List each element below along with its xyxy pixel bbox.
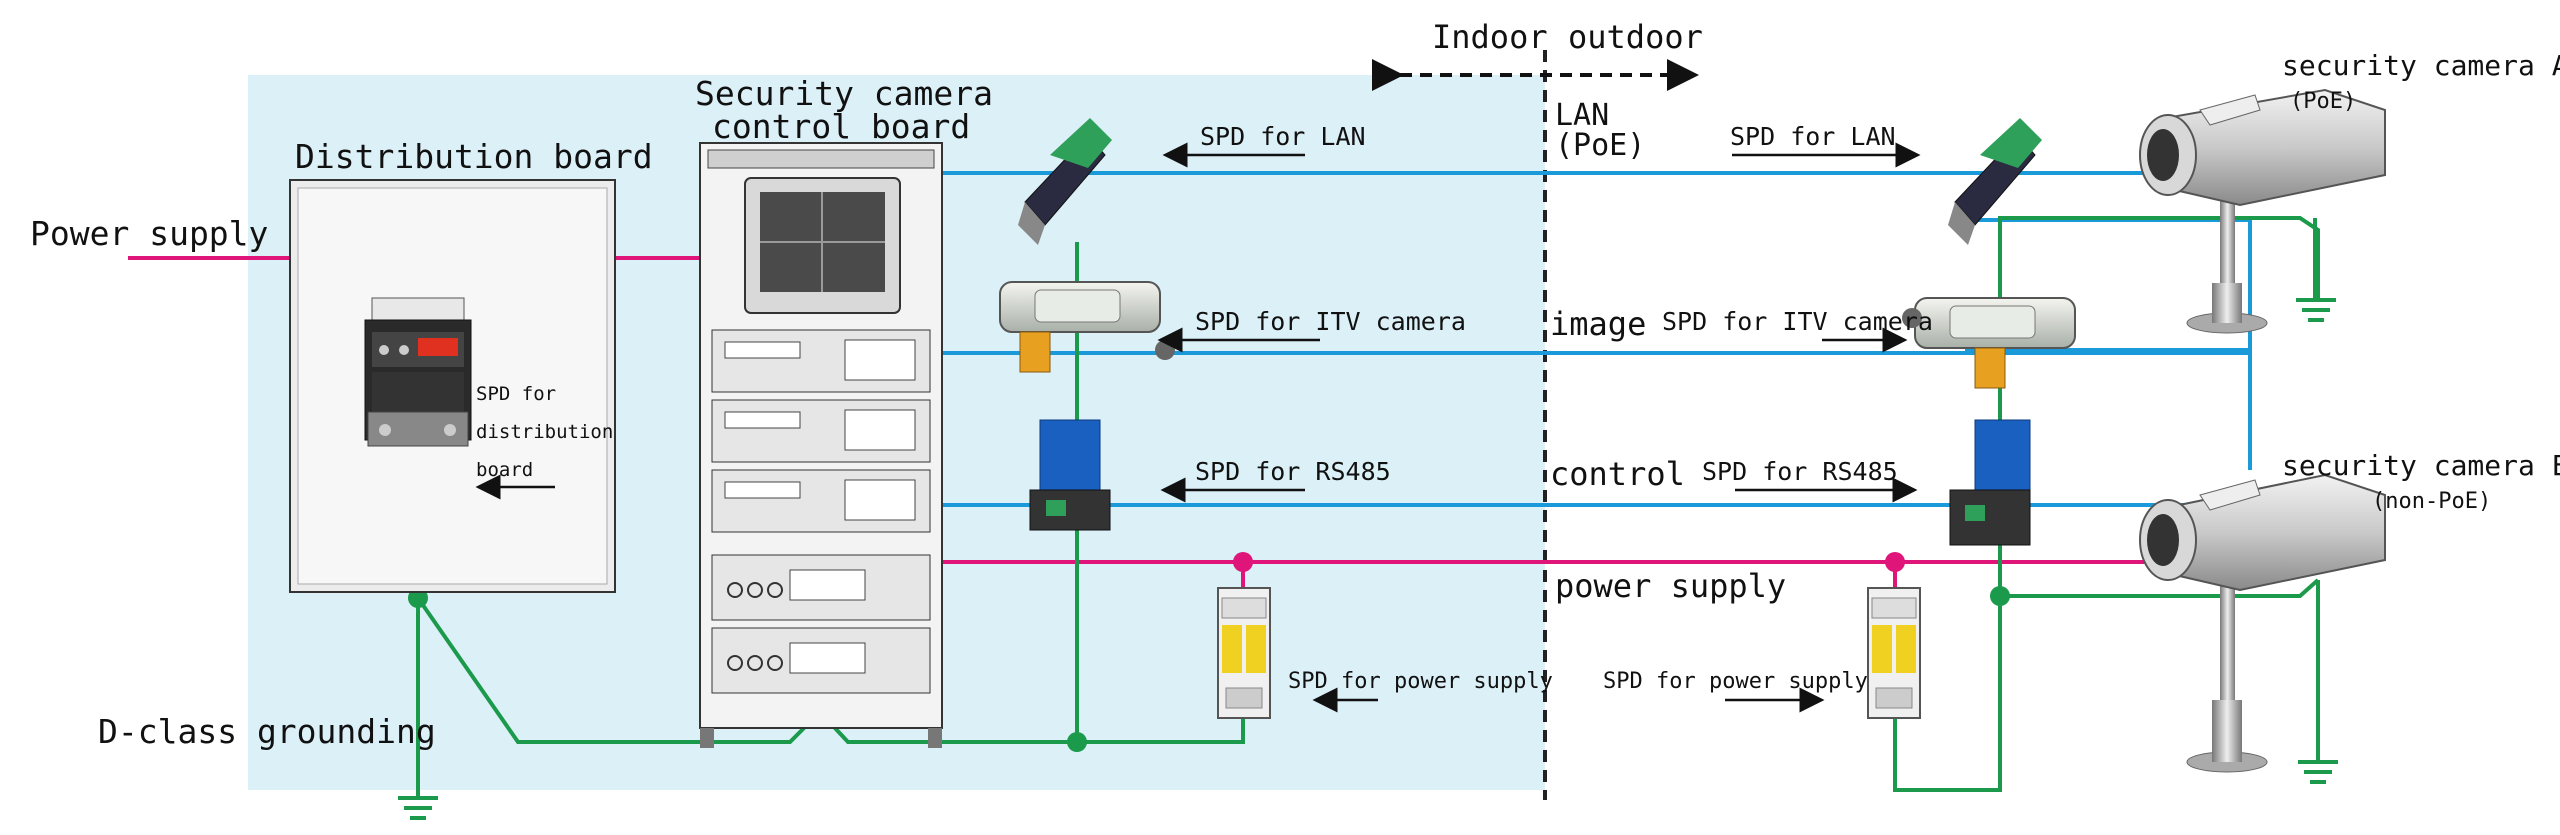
spd-power-left-label: SPD for power supply — [1288, 669, 1553, 694]
spd-lan-right-label: SPD for LAN — [1730, 122, 1896, 151]
security-camera-icon — [2139, 88, 2386, 334]
spd-power-right-device — [1867, 587, 1921, 719]
spd-power-left-device — [1217, 587, 1271, 719]
power-supply-right-label: power supply — [1555, 567, 1786, 605]
spd-distribution-label-line1: SPD for — [476, 383, 556, 405]
spd-lan-left-device — [1018, 118, 1112, 245]
lan-label-line2: (PoE) — [1555, 128, 1645, 163]
arrow-icon — [475, 142, 1921, 713]
spd-rs485-right-device — [1949, 419, 2031, 546]
spd-lan-right-device — [1948, 118, 2042, 245]
spd-rs485-left-label: SPD for RS485 — [1195, 457, 1391, 486]
ground-symbol-icon — [2296, 298, 2336, 322]
ground-symbol-icon — [398, 796, 438, 820]
spd-lan-left-label: SPD for LAN — [1200, 122, 1366, 151]
camera-b-label-line1: security camera E — [2282, 449, 2560, 482]
security-camera-control-board — [699, 142, 943, 748]
spd-itv-left-device — [999, 281, 1175, 373]
control-label: control — [1550, 455, 1685, 493]
spd-itv-left-label: SPD for ITV camera — [1195, 307, 1466, 336]
spd-distribution-device — [364, 297, 472, 447]
security-camera-icon — [2139, 473, 2386, 773]
camera-b-label-line2: (non-PoE) — [2372, 489, 2491, 514]
camera-a-label-line2: (PoE) — [2290, 89, 2356, 114]
spd-itv-right-device — [1902, 297, 2076, 389]
spd-distribution-label-line2: distribution — [476, 421, 613, 443]
spd-rs485-right-label: SPD for RS485 — [1702, 457, 1898, 486]
image-label: image — [1550, 305, 1646, 343]
lan-label-line1: LAN — [1555, 98, 1609, 133]
ground-symbol-icon — [2298, 760, 2338, 784]
d-class-grounding-label: D-class grounding — [98, 712, 436, 751]
indoor-label: Indoor — [1432, 18, 1548, 56]
power-supply-left-label: Power supply — [30, 214, 268, 253]
spd-rs485-left-device — [1029, 419, 1111, 531]
distribution-board-label: Distribution board — [295, 137, 653, 176]
spd-distribution-label-line3: board — [476, 459, 533, 481]
control-board-label-line1: Security camera — [695, 74, 993, 113]
spd-itv-right-label: SPD for ITV camera — [1662, 307, 1933, 336]
camera-a-label-line1: security camera A — [2282, 49, 2560, 82]
outdoor-label: outdoor — [1568, 18, 1703, 56]
spd-power-right-label: SPD for power supply — [1603, 669, 1868, 694]
control-board-label-line2: control board — [712, 107, 970, 146]
